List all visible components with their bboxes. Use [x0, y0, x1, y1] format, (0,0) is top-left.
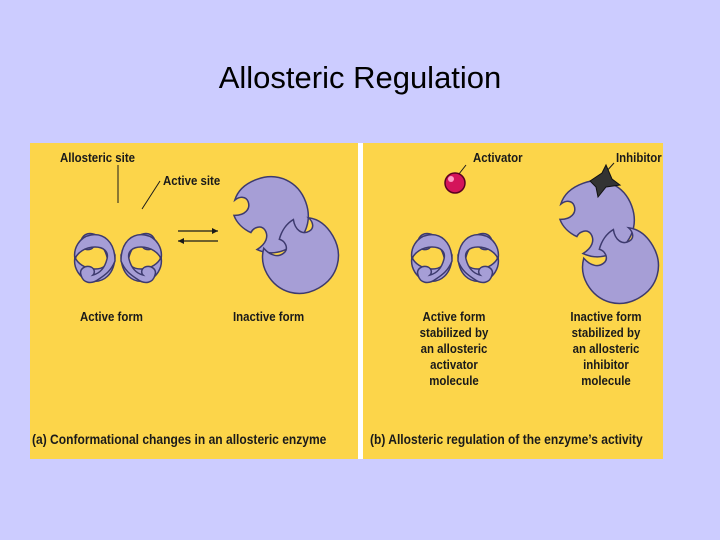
equilibrium-arrows — [178, 228, 218, 244]
active-site-leader — [141, 180, 161, 210]
inactive-stabilized-line-4: inhibitor — [583, 357, 629, 372]
active-enzyme — [73, 232, 163, 284]
inactive-stabilized-line-2: stabilized by — [571, 325, 641, 340]
inactive-stabilized-line-5: molecule — [581, 373, 631, 388]
enzyme-diagram — [73, 162, 663, 318]
inactive-enzyme — [224, 165, 353, 308]
enzyme-figure: Allosteric site Active site Active form … — [30, 143, 663, 459]
activator-molecule — [444, 172, 466, 194]
label-inactive-form: Inactive form — [233, 309, 305, 324]
label-allosteric-site: Allosteric site — [60, 150, 136, 165]
label-active-form: Active form — [80, 309, 143, 324]
label-active-site: Active site — [163, 173, 221, 188]
activated-enzyme — [410, 232, 500, 284]
active-stabilized-line-5: molecule — [429, 373, 479, 388]
active-stabilized-label: Active form stabilized by an allosteric … — [398, 309, 510, 389]
panel-divider — [358, 143, 363, 459]
caption-panel-a: (a) Conformational changes in an alloste… — [32, 431, 327, 447]
label-inhibitor: Inhibitor — [616, 150, 662, 165]
activator-highlight — [448, 176, 454, 182]
caption-panel-b: (b) Allosteric regulation of the enzyme’… — [370, 431, 643, 447]
inactive-stabilized-line-3: an allosteric — [572, 341, 640, 356]
active-stabilized-line-4: activator — [430, 357, 478, 372]
active-stabilized-line-1: Active form — [422, 309, 486, 324]
inactive-stabilized-line-1: Inactive form — [570, 309, 642, 324]
active-stabilized-line-3: an allosteric — [420, 341, 488, 356]
inactive-stabilized-label: Inactive form stabilized by an allosteri… — [550, 309, 662, 389]
label-activator: Activator — [473, 150, 523, 165]
inhibitor-molecule — [589, 163, 622, 199]
slide-title: Allosteric Regulation — [218, 60, 502, 95]
active-stabilized-line-2: stabilized by — [419, 325, 489, 340]
inhibited-enzyme — [550, 169, 663, 318]
